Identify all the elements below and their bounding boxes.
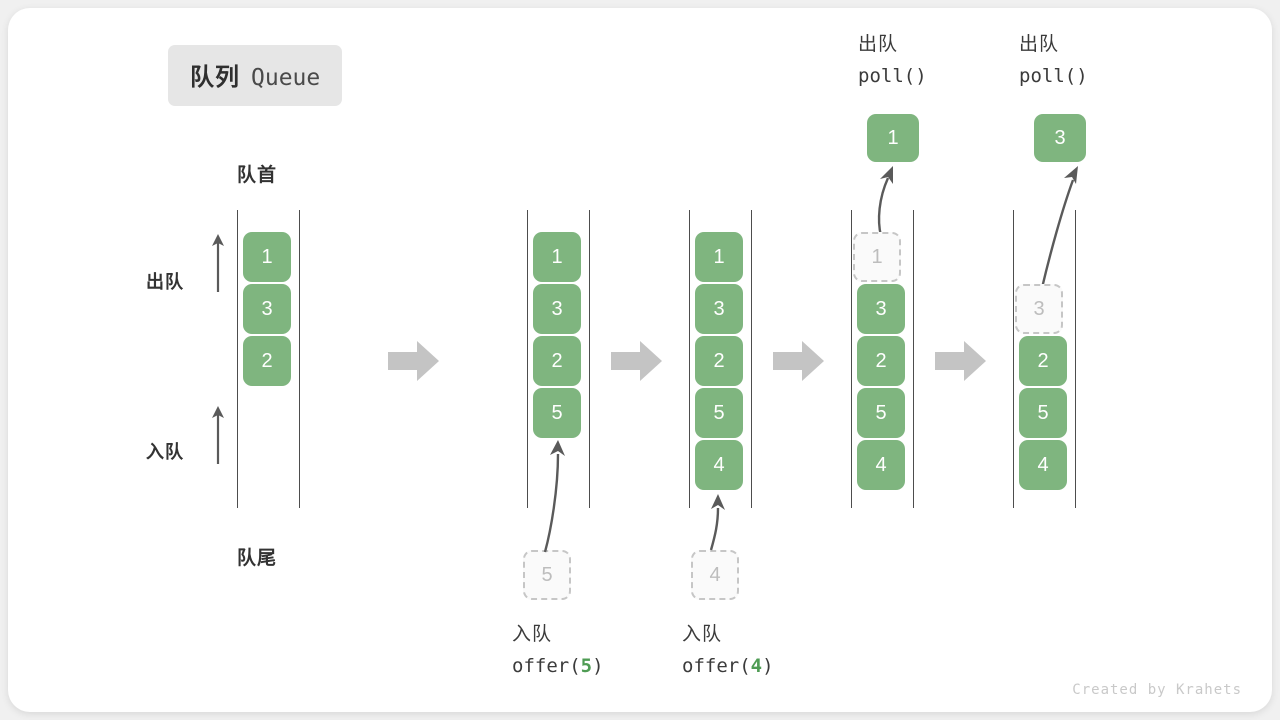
queue-item: 1 bbox=[695, 232, 743, 282]
title-chinese: 队列 bbox=[190, 64, 240, 91]
queue-item: 1 bbox=[533, 232, 581, 282]
queue-rail-left-5 bbox=[1013, 210, 1014, 508]
operation-label-poll-3: 出队 poll() bbox=[1019, 30, 1088, 92]
enqueue-curved-arrow-icon bbox=[543, 440, 565, 553]
code-value: 4 bbox=[750, 654, 763, 677]
queue-item: 2 bbox=[1019, 336, 1067, 386]
queue-item: 5 bbox=[695, 388, 743, 438]
queue-item: 4 bbox=[695, 440, 743, 490]
dequeue-side-label: 出队 bbox=[146, 272, 184, 292]
code-prefix: poll( bbox=[1019, 64, 1077, 87]
code-suffix: ) bbox=[1076, 64, 1088, 87]
queue-rail-right-3 bbox=[751, 210, 752, 508]
popped-item: 1 bbox=[867, 114, 919, 162]
queue-item: 2 bbox=[857, 336, 905, 386]
tail-label: 队尾 bbox=[237, 548, 278, 569]
queue-item: 4 bbox=[1019, 440, 1067, 490]
queue-rail-right-2 bbox=[589, 210, 590, 508]
dequeue-direction-arrow-icon bbox=[212, 234, 224, 292]
queue-item: 4 bbox=[857, 440, 905, 490]
operation-cn: 出队 bbox=[1019, 34, 1060, 55]
operation-cn: 入队 bbox=[512, 624, 553, 645]
queue-item: 3 bbox=[533, 284, 581, 334]
queue-rail-left-2 bbox=[527, 210, 528, 508]
code-suffix: ) bbox=[915, 64, 927, 87]
code-value: 5 bbox=[580, 654, 593, 677]
queue-item: 5 bbox=[857, 388, 905, 438]
flow-arrow-icon bbox=[773, 341, 824, 381]
queue-item: 3 bbox=[857, 284, 905, 334]
flow-arrow-icon bbox=[611, 341, 662, 381]
code-prefix: poll( bbox=[858, 64, 916, 87]
title-badge: 队列 Queue bbox=[168, 45, 343, 106]
popped-item: 3 bbox=[1034, 114, 1086, 162]
credit-text: Created by Krahets bbox=[1072, 682, 1242, 698]
queue-rail-right-4 bbox=[913, 210, 914, 508]
queue-item: 3 bbox=[243, 284, 291, 334]
poll-curved-arrow-icon bbox=[877, 166, 893, 237]
operation-cn: 入队 bbox=[682, 624, 723, 645]
ghost-item: 1 bbox=[853, 232, 901, 282]
code-prefix: offer( bbox=[512, 654, 581, 677]
poll-curved-arrow-icon bbox=[1040, 166, 1078, 289]
head-label: 队首 bbox=[237, 165, 278, 186]
ghost-item: 5 bbox=[523, 550, 571, 600]
code-suffix: ) bbox=[592, 654, 604, 677]
queue-item: 5 bbox=[533, 388, 581, 438]
queue-item: 5 bbox=[1019, 388, 1067, 438]
queue-item: 2 bbox=[533, 336, 581, 386]
code-prefix: offer( bbox=[682, 654, 751, 677]
flow-arrow-icon bbox=[935, 341, 986, 381]
operation-cn: 出队 bbox=[858, 34, 899, 55]
enqueue-curved-arrow-icon bbox=[709, 494, 725, 551]
queue-item: 3 bbox=[695, 284, 743, 334]
code-suffix: ) bbox=[762, 654, 774, 677]
queue-rail-right-5 bbox=[1075, 210, 1076, 508]
operation-code: offer(5) bbox=[512, 651, 604, 682]
queue-item: 2 bbox=[695, 336, 743, 386]
queue-rail-right-1 bbox=[299, 210, 300, 508]
operation-code: poll() bbox=[1019, 61, 1088, 92]
ghost-item: 3 bbox=[1015, 284, 1063, 334]
operation-label-poll-1: 出队 poll() bbox=[858, 30, 927, 92]
enqueue-side-label: 入队 bbox=[146, 442, 184, 462]
ghost-item: 4 bbox=[691, 550, 739, 600]
operation-label-offer-4: 入队 offer(4) bbox=[682, 620, 774, 682]
queue-rail-left-3 bbox=[689, 210, 690, 508]
queue-item: 2 bbox=[243, 336, 291, 386]
queue-rail-left-1 bbox=[237, 210, 238, 508]
operation-code: poll() bbox=[858, 61, 927, 92]
enqueue-direction-arrow-icon bbox=[212, 406, 224, 464]
operation-code: offer(4) bbox=[682, 651, 774, 682]
title-english: Queue bbox=[251, 65, 321, 91]
queue-item: 1 bbox=[243, 232, 291, 282]
operation-label-offer-5: 入队 offer(5) bbox=[512, 620, 604, 682]
flow-arrow-icon bbox=[388, 341, 439, 381]
queue-rail-left-4 bbox=[851, 210, 852, 508]
